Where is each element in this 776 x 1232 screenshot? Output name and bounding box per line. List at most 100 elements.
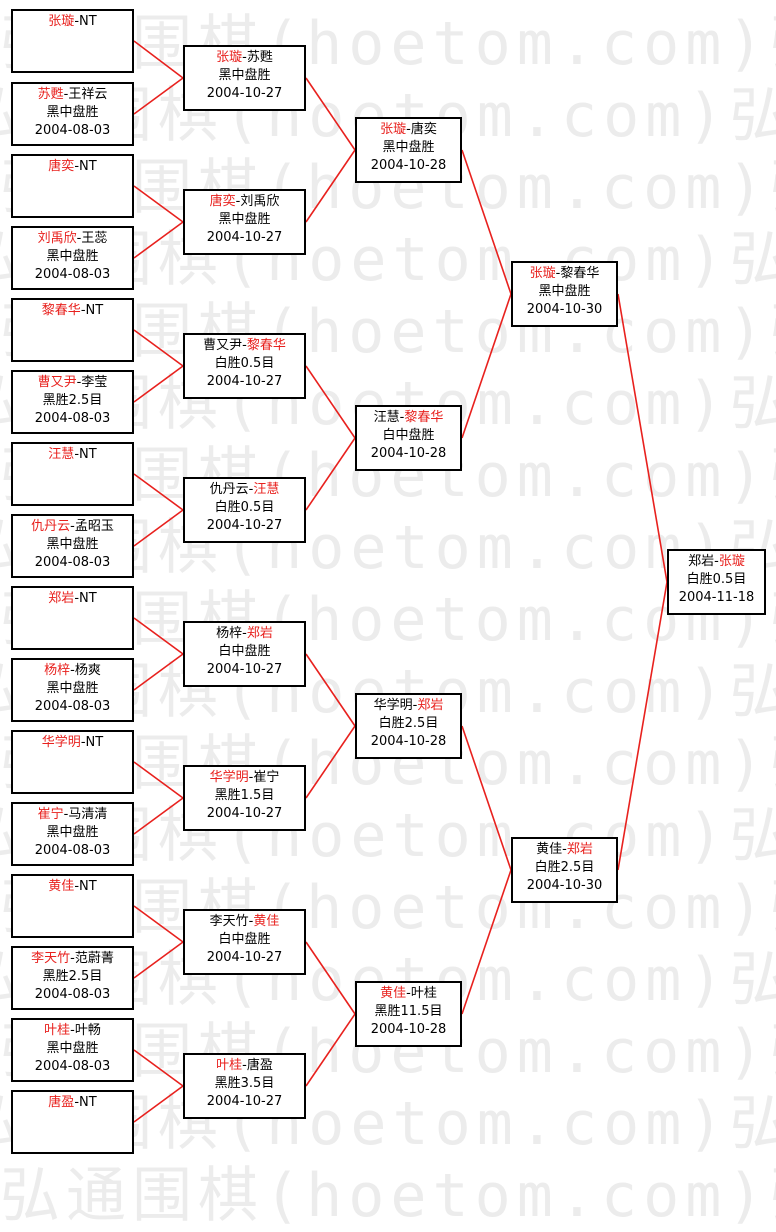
player-white: 杨爽 xyxy=(74,663,101,678)
match-players: 黎春华-NT xyxy=(13,302,132,320)
connector-r1-12-to-r2-6 xyxy=(133,797,184,835)
connector-r1-2-to-r2-1 xyxy=(133,77,184,115)
match-players: 华学明-NT xyxy=(13,734,132,752)
match-players: 汪慧-黎春华 xyxy=(357,409,460,427)
match-players: 唐奕-刘禹欣 xyxy=(185,193,304,211)
match-box-r1-5: 黎春华-NT xyxy=(11,298,134,362)
connector-r3-4-to-r4-2 xyxy=(461,869,512,1015)
match-result: 白中盘胜 xyxy=(382,428,435,443)
player-black: 苏甦 xyxy=(37,87,64,102)
match-date: 2004-10-27 xyxy=(206,662,283,677)
match-players: 黄佳-NT xyxy=(13,878,132,896)
connector-r2-8-to-r3-4 xyxy=(305,1013,356,1087)
connector-r1-5-to-r2-3 xyxy=(133,329,184,367)
match-result: 白胜2.5目 xyxy=(378,716,439,731)
connector-r4-2-to-final xyxy=(617,581,668,871)
player-black: 张璇 xyxy=(48,14,75,29)
vs-separator: - xyxy=(63,807,69,822)
match-date: 2004-08-03 xyxy=(34,267,111,282)
vs-separator: - xyxy=(235,194,241,209)
player-black: 杨梓 xyxy=(44,663,71,678)
vs-separator: - xyxy=(562,842,567,857)
player-black: 郑岩 xyxy=(688,554,715,569)
player-white: 黎春华 xyxy=(560,266,600,281)
player-white: NT xyxy=(79,1095,97,1110)
connector-r1-9-to-r2-5 xyxy=(133,617,184,655)
vs-separator: - xyxy=(248,770,254,785)
player-white: 唐奕 xyxy=(410,122,437,137)
match-box-r1-11: 华学明-NT xyxy=(11,730,134,794)
match-players: 杨梓-郑岩 xyxy=(185,625,304,643)
match-result: 黑胜3.5目 xyxy=(214,1076,275,1091)
match-players: 唐盈-NT xyxy=(13,1094,132,1112)
match-date: 2004-10-27 xyxy=(206,374,283,389)
match-players: 曹又尹-李莹 xyxy=(13,374,132,392)
vs-separator: - xyxy=(242,626,247,641)
player-white: 郑岩 xyxy=(246,626,273,641)
player-black: 叶桂 xyxy=(44,1023,71,1038)
connector-r1-10-to-r2-5 xyxy=(133,653,184,691)
match-date: 2004-08-03 xyxy=(34,987,111,1002)
match-result: 白胜0.5目 xyxy=(214,356,275,371)
player-white: 苏甦 xyxy=(246,50,273,65)
player-white: NT xyxy=(79,159,97,174)
vs-separator: - xyxy=(74,591,80,606)
connector-r1-11-to-r2-6 xyxy=(133,761,184,799)
player-black: 张璇 xyxy=(529,266,556,281)
connector-r2-3-to-r3-2 xyxy=(305,365,356,439)
player-white: 黄佳 xyxy=(253,914,280,929)
match-date: 2004-10-27 xyxy=(206,518,283,533)
connector-r1-16-to-r2-8 xyxy=(133,1085,184,1123)
match-date: 2004-11-18 xyxy=(678,590,755,605)
vs-separator: - xyxy=(406,986,411,1001)
match-result: 黑中盘胜 xyxy=(218,212,271,227)
player-black: 黄佳 xyxy=(48,879,75,894)
match-players: 张璇-苏甦 xyxy=(185,49,304,67)
match-box-r1-16: 唐盈-NT xyxy=(11,1090,134,1154)
player-black: 杨梓 xyxy=(216,626,243,641)
player-black: 华学明 xyxy=(41,735,81,750)
vs-separator: - xyxy=(74,879,80,894)
vs-separator: - xyxy=(70,663,75,678)
match-date: 2004-10-27 xyxy=(206,806,283,821)
connector-r1-6-to-r2-3 xyxy=(133,365,184,403)
match-result: 白中盘胜 xyxy=(218,644,271,659)
match-players: 华学明-郑岩 xyxy=(357,697,460,715)
player-white: 崔宁 xyxy=(253,770,280,785)
vs-separator: - xyxy=(70,519,75,534)
player-black: 崔宁 xyxy=(37,807,64,822)
match-date: 2004-10-30 xyxy=(526,302,603,317)
player-black: 汪慧 xyxy=(373,410,400,425)
connector-r1-15-to-r2-8 xyxy=(133,1049,184,1087)
connector-r2-6-to-r3-3 xyxy=(305,725,356,799)
connector-r3-3-to-r4-2 xyxy=(461,725,512,871)
connector-r1-8-to-r2-4 xyxy=(133,509,184,547)
match-date: 2004-08-03 xyxy=(34,123,111,138)
match-result: 白中盘胜 xyxy=(218,932,271,947)
connector-r2-5-to-r3-3 xyxy=(305,653,356,727)
player-white: NT xyxy=(79,447,97,462)
vs-separator: - xyxy=(74,1095,80,1110)
player-black: 曹又尹 xyxy=(37,375,77,390)
player-white: 王蕊 xyxy=(81,231,108,246)
connector-r1-7-to-r2-4 xyxy=(133,473,184,511)
player-white: 汪慧 xyxy=(253,482,280,497)
player-black: 黄佳 xyxy=(380,986,407,1001)
connector-r3-1-to-r4-1 xyxy=(461,149,512,295)
match-result: 黑中盘胜 xyxy=(382,140,435,155)
player-black: 张璇 xyxy=(216,50,243,65)
match-players: 苏甦-王祥云 xyxy=(13,86,132,104)
player-black: 黎春华 xyxy=(41,303,81,318)
match-players: 李天竹-范蔚菁 xyxy=(13,950,132,968)
match-players: 崔宁-马清清 xyxy=(13,806,132,824)
player-white: 黎春华 xyxy=(404,410,444,425)
player-black: 唐奕 xyxy=(48,159,75,174)
vs-separator: - xyxy=(80,735,86,750)
